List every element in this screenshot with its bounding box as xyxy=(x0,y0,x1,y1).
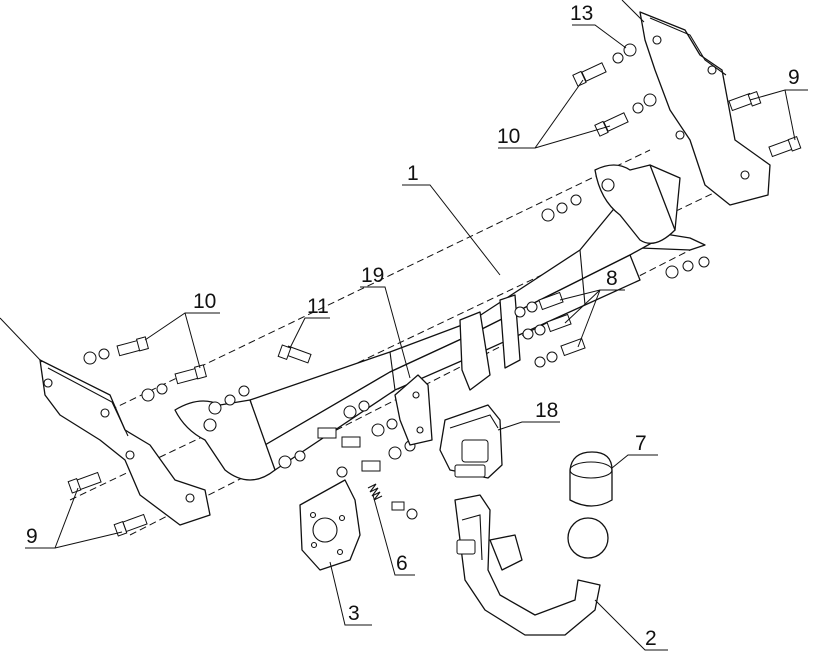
part-18-socket xyxy=(439,404,503,479)
callout-3: 3 xyxy=(348,602,360,625)
callout-1: 1 xyxy=(407,162,419,185)
main-crossbar xyxy=(174,164,681,481)
callout-8: 8 xyxy=(606,267,618,290)
part-19-bracket xyxy=(394,374,433,446)
callout-7: 7 xyxy=(635,432,647,455)
callout-10-left: 10 xyxy=(193,290,216,313)
part-2-ball-neck xyxy=(454,494,609,636)
callout-13: 13 xyxy=(570,2,593,25)
leader-lines xyxy=(25,0,808,651)
callout-18: 18 xyxy=(535,399,558,422)
hardware-set xyxy=(67,43,802,537)
callout-19: 19 xyxy=(361,264,384,287)
callouts: 13 9 10 1 8 19 11 10 18 7 9 6 3 2 xyxy=(26,2,800,650)
callout-9-right: 9 xyxy=(788,66,800,89)
part-3-socket-plate xyxy=(299,479,361,571)
callout-6: 6 xyxy=(396,552,408,575)
callout-10-right: 10 xyxy=(497,125,520,148)
left-side-bracket xyxy=(0,317,211,526)
callout-9-left: 9 xyxy=(26,525,38,548)
callout-11: 11 xyxy=(307,295,329,318)
callout-2: 2 xyxy=(645,627,657,650)
part-7-ball-cap xyxy=(569,451,613,507)
part-6-spring xyxy=(367,483,418,520)
